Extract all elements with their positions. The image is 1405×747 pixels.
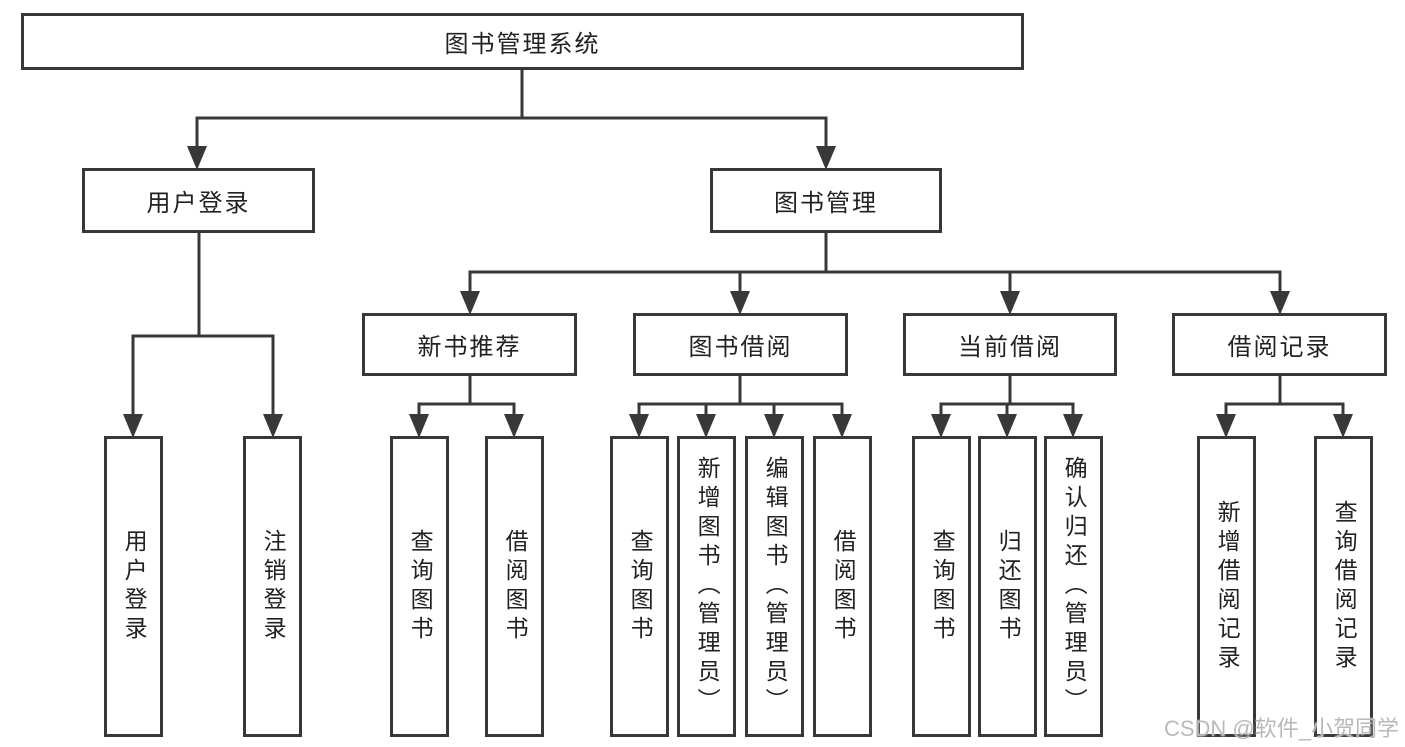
leaf-label: 查询图书 (407, 528, 434, 645)
leaf-label: 查询借阅记录 (1331, 499, 1358, 674)
node-borrowing-records: 借阅记录 (1172, 313, 1387, 376)
leaf-query-books-borrowing: 查询图书 (610, 436, 669, 737)
connector-book-management-split (460, 233, 1290, 315)
leaf-query-borrow-record: 查询借阅记录 (1314, 436, 1373, 737)
leaf-query-books-current: 查询图书 (912, 436, 971, 737)
leaf-label: 归还图书 (995, 528, 1022, 645)
leaf-label: 新增图书（管理员） (694, 456, 721, 717)
node-new-book-recommendation: 新书推荐 (362, 313, 577, 376)
leaf-query-books-recommend: 查询图书 (390, 436, 449, 737)
leaf-label: 编辑图书（管理员） (762, 456, 789, 717)
node-label: 图书借阅 (688, 334, 793, 361)
connector-borrowing-records-split (1216, 376, 1353, 438)
connector-user-login-split (123, 233, 283, 438)
leaf-add-books-admin: 新增图书（管理员） (677, 436, 736, 737)
leaf-confirm-return-admin: 确认归还（管理员） (1044, 436, 1103, 737)
node-label: 当前借阅 (958, 334, 1062, 361)
leaf-label: 查询图书 (929, 528, 956, 645)
leaf-borrow-books-recommend: 借阅图书 (485, 436, 544, 737)
leaf-user-login: 用户登录 (104, 436, 163, 737)
leaf-label: 借阅图书 (502, 528, 529, 645)
leaf-return-books: 归还图书 (978, 436, 1037, 737)
leaf-label: 注销登录 (260, 528, 287, 645)
connector-new-book-split (409, 376, 524, 438)
node-label: 图书管理系统 (444, 31, 601, 58)
leaf-label: 新增借阅记录 (1214, 499, 1241, 674)
leaf-logout: 注销登录 (243, 436, 302, 737)
node-user-login: 用户登录 (82, 168, 315, 233)
connector-current-borrowing-split (931, 376, 1083, 438)
csdn-watermark: CSDN @软件_小贺同学 (1163, 716, 1399, 741)
leaf-label: 借阅图书 (830, 528, 857, 645)
node-label: 新书推荐 (417, 334, 522, 361)
leaf-add-borrow-record: 新增借阅记录 (1197, 436, 1256, 737)
leaf-borrow-books-borrowing: 借阅图书 (813, 436, 872, 737)
node-book-borrowing: 图书借阅 (633, 313, 848, 376)
node-current-borrowing: 当前借阅 (903, 313, 1117, 376)
leaf-edit-books-admin: 编辑图书（管理员） (745, 436, 804, 737)
leaf-label: 查询图书 (627, 528, 654, 645)
leaf-label: 用户登录 (121, 528, 148, 645)
node-label: 借阅记录 (1227, 334, 1332, 361)
node-book-management: 图书管理 (710, 168, 942, 233)
leaf-label: 确认归还（管理员） (1061, 456, 1088, 717)
node-label: 图书管理 (774, 190, 878, 217)
node-library-management-system: 图书管理系统 (21, 13, 1024, 70)
node-label: 用户登录 (146, 190, 251, 217)
connector-book-borrowing-split (629, 376, 852, 438)
connector-root-to-level2 (187, 70, 836, 170)
